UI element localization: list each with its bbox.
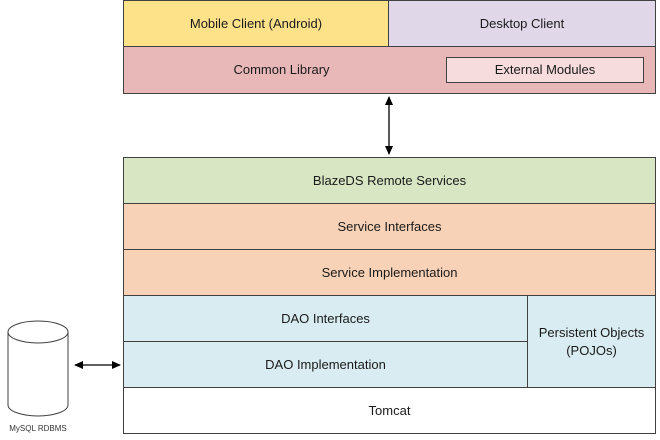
external-modules-label: External Modules <box>494 62 596 78</box>
mobile-client-label: Mobile Client (Android) <box>189 15 323 31</box>
desktop-client-label: Desktop Client <box>479 15 565 31</box>
dao-interfaces-label: DAO Interfaces <box>281 310 370 326</box>
dao-implementation-label: DAO Implementation <box>265 356 386 372</box>
persistent-objects-label: Persistent Objects (POJOs) <box>538 324 645 358</box>
mobile-client-box: Mobile Client (Android) <box>123 0 389 47</box>
tomcat-label: Tomcat <box>368 402 411 418</box>
service-interfaces-box: Service Interfaces <box>123 203 656 250</box>
blazeds-label: BlazeDS Remote Services <box>312 172 467 188</box>
external-modules-box: External Modules <box>446 57 644 83</box>
database-cylinder-icon <box>7 320 69 417</box>
database-label: MySQL RDBMS <box>9 424 67 433</box>
common-library-label: Common Library <box>233 62 330 78</box>
service-implementation-box: Service Implementation <box>123 249 656 296</box>
dao-implementation-box: DAO Implementation <box>123 341 528 388</box>
service-interfaces-label: Service Interfaces <box>337 218 442 234</box>
blazeds-box: BlazeDS Remote Services <box>123 157 656 204</box>
persistent-objects-box: Persistent Objects (POJOs) <box>527 295 656 388</box>
service-implementation-label: Service Implementation <box>321 264 458 280</box>
tomcat-box: Tomcat <box>123 387 656 434</box>
